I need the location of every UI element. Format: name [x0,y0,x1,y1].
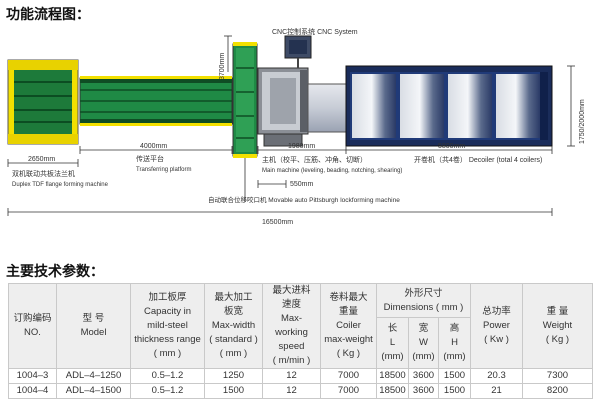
header-dimensions: 外形尺寸 Dimensions ( mm ) [376,282,471,319]
table-subheader-row: 长 L (mm) 宽 W (mm) 高 H (mm) [9,317,593,369]
transfer-platform [79,76,233,126]
header-model: 型 号 Model [56,283,131,369]
header-max-width: 最大加工 板宽 Max-width ( standard ) ( mm ) [204,283,263,369]
dim-3700: 3700mm [219,53,226,80]
header-width: 宽 W (mm) [408,317,439,369]
header-speed: 最大进料 速度 Max-working speed ( m/min ) [262,283,321,369]
dim-1980: 1980mm [288,143,315,150]
label-transfer-en: Transferring platform [136,167,191,173]
dim-5800: 5800mm [438,143,465,150]
spec-table: 订购编码 NO. 型 号 Model 加工板厚 Capacity in mild… [8,282,593,399]
lockforming-machine [232,42,258,158]
label-decoiler: 开卷机（共4卷） Decoiler (total 4 coilers) [414,155,542,164]
cnc-control-panel [284,35,312,68]
label-transfer-cn: 传送平台 [136,154,164,163]
label-lockforming: 自动联合位移咬口机 Movable auto Pittsburgh lockfo… [208,195,400,204]
table-row: 1004–3 ADL–4–1250 0.5–1.2 1250 12 7000 1… [8,368,593,384]
table-header-row: 订购编码 NO. 型 号 Model 加工板厚 Capacity in mild… [8,282,593,369]
dimension-lines [7,35,575,216]
header-coil-weight: 卷料最大 重量 Coiler max-weight ( Kg ) [320,283,377,369]
dim-550: 550mm [290,181,314,188]
table-row: 1004–4 ADL–4–1500 0.5–1.2 1500 12 7000 1… [8,383,593,399]
header-thickness: 加工板厚 Capacity in mild-steel thickness ra… [130,283,205,369]
label-main-en: Main machine (leveling, beading, notchin… [262,168,402,174]
decoiler [345,65,553,147]
header-height: 高 H (mm) [438,317,471,369]
cnc-label: CNC控制系统 CNC System [272,27,358,36]
header-weight: 重 量 Weight ( Kg ) [522,283,593,369]
header-power: 总功率 Power ( Kw ) [470,283,523,369]
label-tdf-cn: 双机联动共板法兰机 [12,169,75,178]
dim-2650: 2650mm [28,156,55,163]
spec-title: 主要技术参数： [6,263,104,279]
header-order: 订购编码 NO. [8,283,57,369]
dim-16500: 16500mm [262,219,293,226]
dim-4000: 4000mm [140,143,167,150]
dim-1750: 1750/2000mm [579,99,586,144]
label-tdf-en: Duplex TDF flange forming machine [12,182,109,188]
sheet-feed-table [307,83,349,133]
production-line-diagram: CNC控制系统 CNC System 3700mm 1750/2000mm 26… [7,27,586,226]
tdf-flange-machine [7,59,79,145]
main-machine [257,67,309,147]
label-main-cn: 主机（校平、压筋、冲角、切断） [262,155,367,164]
flow-diagram-title: 功能流程图： [6,6,90,22]
header-length: 长 L (mm) [376,317,409,369]
